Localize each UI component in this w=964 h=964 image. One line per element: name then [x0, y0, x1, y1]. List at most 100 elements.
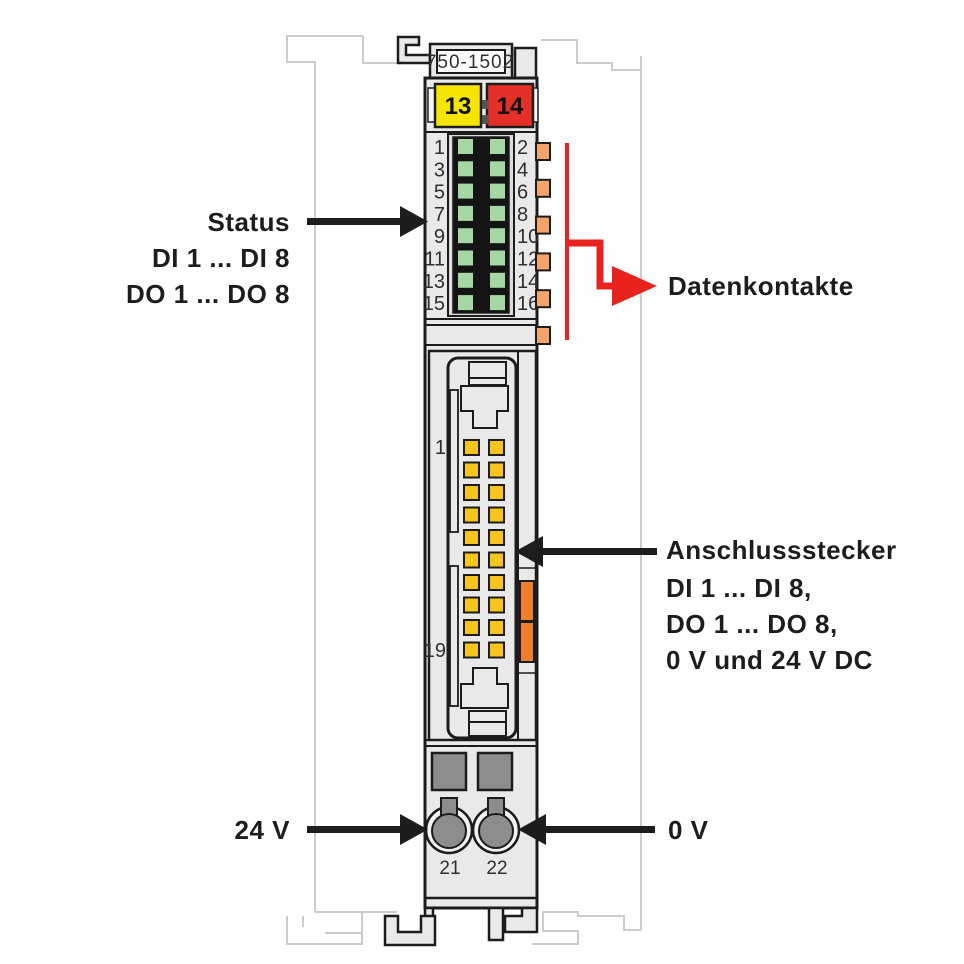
led-indicator: [490, 250, 505, 266]
led-number-left: 7: [434, 204, 445, 226]
code-block-14: [485, 82, 535, 129]
status-do-label: DO 1 ... DO 8: [126, 279, 290, 309]
connector-pin: [463, 574, 480, 591]
code-block-13: [433, 82, 483, 129]
power-0v-label: 0 V: [668, 815, 709, 845]
anschluss-arrow-shaft: [543, 548, 657, 555]
push-button-21: [430, 751, 468, 792]
connector-pin: [463, 461, 480, 479]
status-arrow-shaft: [307, 218, 402, 225]
power-0v-arrow-shaft: [546, 826, 655, 833]
anschluss-do-label: DO 1 ... DO 8,: [666, 609, 838, 639]
terminal-22: [478, 813, 514, 849]
led-indicator: [458, 295, 473, 311]
power-24v-arrow-head: [400, 814, 428, 845]
neighbor-module-outlines: [286, 35, 642, 945]
datenkontakte-label: Datenkontakte: [668, 271, 854, 301]
status-label: Status: [208, 207, 290, 237]
right-neighbor-outline: [541, 39, 642, 930]
data-contact: [535, 289, 551, 309]
connector-bottom-latch: [468, 710, 507, 737]
datenkontakte-arrow-head: [612, 266, 657, 306]
labels: 750-1502 13 14 Status DI 1 ... DI 8 DO 1…: [126, 52, 896, 879]
connector-pin: [463, 439, 480, 456]
led-number-right: 6: [517, 182, 528, 204]
connector-keying-tab-bottom: [460, 667, 509, 709]
connector-pin: [488, 461, 505, 479]
led-indicator: [490, 272, 505, 288]
anschluss-arrow-head: [515, 536, 543, 567]
led-number-left: 1: [434, 137, 445, 159]
data-contacts: [535, 142, 551, 345]
data-contact: [535, 178, 551, 198]
mounting-foot-left: [383, 914, 437, 947]
led-indicator: [458, 272, 473, 288]
led-indicator: [458, 161, 473, 177]
led-indicator: [458, 139, 473, 154]
led-number-left: 9: [434, 226, 445, 248]
status-di-label: DI 1 ... DI 8: [152, 243, 290, 273]
led-indicator: [458, 250, 473, 266]
led-indicator: [458, 183, 473, 199]
anschluss-di-label: DI 1 ... DI 8,: [666, 573, 812, 603]
module-top-left-hook: [396, 35, 432, 65]
led-indicator: [458, 205, 473, 221]
terminal-22-label: 22: [486, 858, 507, 879]
connector-pin: [463, 529, 480, 546]
connector-pin: [463, 641, 480, 659]
connector-pin: [488, 641, 505, 659]
terminal-21-label: 21: [439, 858, 460, 879]
led-number-right: 2: [517, 137, 528, 159]
left-neighbor-tab: [362, 36, 398, 64]
connector-pin: [488, 506, 505, 524]
led-number-left: 5: [434, 182, 445, 204]
led-number-right: 14: [517, 271, 539, 293]
push-button-22: [476, 751, 514, 792]
pin-19-label: 19: [424, 640, 446, 662]
mounting-foot-middle: [487, 906, 505, 942]
connector-pin: [488, 574, 505, 591]
connector-pin: [488, 619, 505, 636]
annotation-arrows: [307, 206, 657, 845]
connector-pin: [463, 506, 480, 524]
connector-guide-slot: [449, 389, 459, 533]
code-13-label: 13: [445, 93, 472, 120]
code-block-notch: [482, 100, 488, 109]
led-indicator: [490, 228, 505, 244]
data-contact: [535, 252, 551, 272]
mounting-foot-right: [503, 906, 539, 934]
code-14-label: 14: [497, 93, 524, 120]
orange-insert: [519, 580, 535, 622]
led-number-right: 8: [517, 204, 528, 226]
led-indicator: [490, 295, 505, 311]
led-number-left: 3: [434, 159, 445, 181]
led-number-right: 12: [517, 249, 539, 271]
connector-pin: [488, 484, 505, 501]
left-neighbor-foot: [286, 911, 397, 945]
led-number-right: 16: [517, 293, 539, 315]
led-indicator: [458, 228, 473, 244]
part-number-label: 750-1502: [426, 52, 514, 73]
led-number-left: 11: [424, 249, 445, 271]
status-arrow-head: [400, 206, 428, 237]
terminal-21: [431, 813, 467, 849]
datenkontakte-arrow-elbow: [565, 239, 614, 290]
module-top-right-hook: [513, 46, 538, 80]
led-number-right: 4: [517, 159, 528, 181]
connector-pin: [463, 484, 480, 501]
led-number-right: 10: [517, 226, 539, 248]
connector-pin: [488, 529, 505, 546]
connector-pin: [463, 596, 480, 614]
power-0v-arrow-head: [518, 814, 546, 845]
connector-keying-tab-top: [460, 385, 509, 429]
connector-pin: [463, 619, 480, 636]
connector-pins: [463, 439, 505, 659]
data-contact: [535, 326, 551, 345]
pin-1-label: 1: [435, 437, 446, 459]
connector-pin: [488, 551, 505, 569]
datenkontakte-pointer: [565, 143, 657, 340]
